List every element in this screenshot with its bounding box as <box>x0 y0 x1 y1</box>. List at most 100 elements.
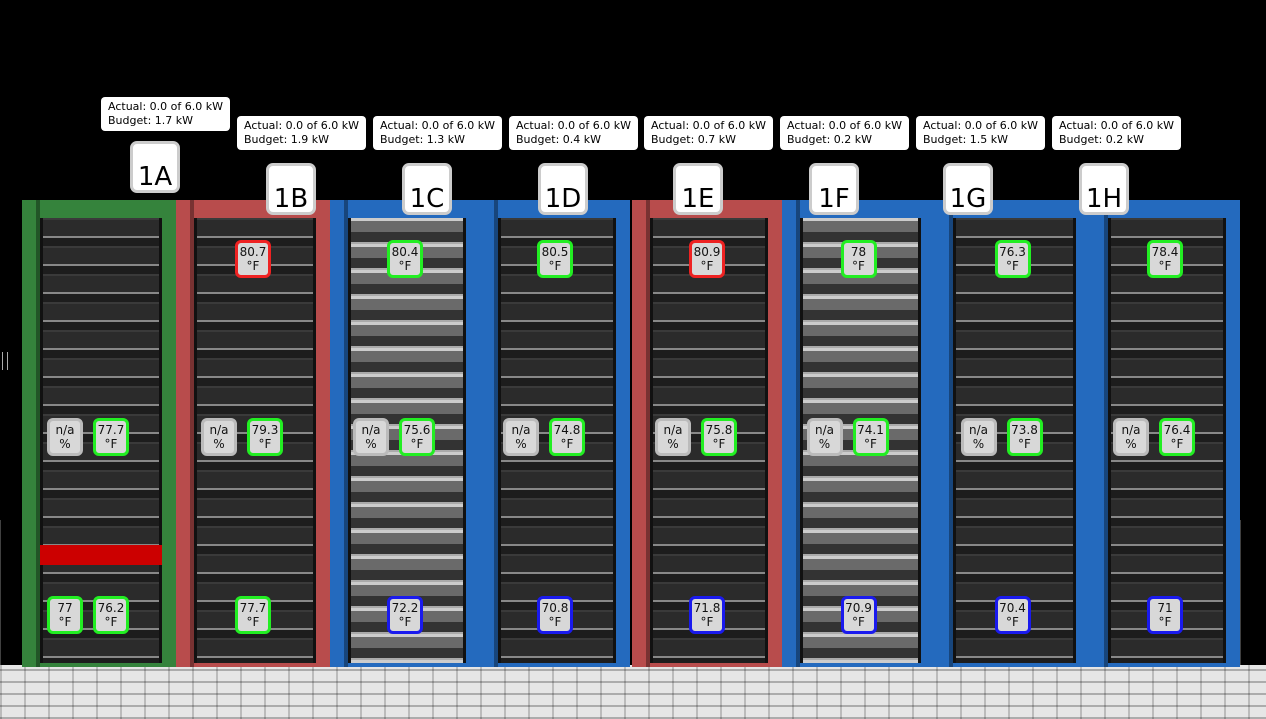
unit-label: °F <box>548 259 562 273</box>
temperature-sensor[interactable]: 80.9°F <box>689 240 725 278</box>
temperature-value: 78.4 <box>1151 245 1179 259</box>
actual-power: Actual: 0.0 of 6.0 kW <box>651 119 766 132</box>
unit-label: °F <box>410 437 424 451</box>
rack-label[interactable]: 1E <box>673 163 723 215</box>
pan-handle[interactable] <box>2 352 8 370</box>
sensor-value: n/a <box>55 423 75 437</box>
temperature-value: 74.1 <box>857 423 884 437</box>
unit-label: °F <box>852 615 865 629</box>
unit-label: % <box>972 437 985 451</box>
temperature-sensor[interactable]: 77°F <box>47 596 83 634</box>
unit-label: °F <box>246 259 260 273</box>
rack-label[interactable]: 1D <box>538 163 588 215</box>
temperature-sensor[interactable]: 73.8°F <box>1006 418 1043 456</box>
sensor-value: n/a <box>511 423 531 437</box>
power-sensor[interactable]: n/a% <box>353 418 389 456</box>
rack-label[interactable]: 1H <box>1079 163 1129 215</box>
rack-1a[interactable]: n/a% 77.7°F 77°F 76.2°F <box>22 200 176 667</box>
power-sensor[interactable]: n/a% <box>1113 418 1149 456</box>
temperature-value: 77 <box>57 601 73 615</box>
temperature-sensor[interactable]: 71°F <box>1147 596 1183 634</box>
temperature-sensor[interactable]: 77.7°F <box>93 418 129 456</box>
power-sensor[interactable]: n/a% <box>960 418 997 456</box>
temperature-value: 74.8 <box>553 423 581 437</box>
temperature-sensor[interactable]: 76.4°F <box>1159 418 1195 456</box>
temperature-sensor[interactable]: 76.3°F <box>994 240 1031 278</box>
temperature-sensor[interactable]: 76.2°F <box>93 596 129 634</box>
temperature-sensor[interactable]: 74.8°F <box>549 418 585 456</box>
temperature-sensor[interactable]: 78°F <box>840 240 877 278</box>
temperature-sensor[interactable]: 74.1°F <box>852 418 889 456</box>
budget-power: Budget: 0.7 kW <box>651 133 737 146</box>
actual-power: Actual: 0.0 of 6.0 kW <box>516 119 631 132</box>
unit-label: °F <box>398 615 412 629</box>
temperature-sensor[interactable]: 77.7°F <box>235 596 271 634</box>
temperature-value: 70.4 <box>999 601 1026 615</box>
power-sensor[interactable]: n/a% <box>201 418 237 456</box>
temperature-sensor[interactable]: 70.4°F <box>994 596 1031 634</box>
power-sensor[interactable]: n/a% <box>806 418 843 456</box>
budget-power: Budget: 0.2 kW <box>1059 133 1145 146</box>
temperature-sensor[interactable]: 75.8°F <box>701 418 737 456</box>
temperature-value: 75.6 <box>403 423 431 437</box>
power-sensor[interactable]: n/a% <box>47 418 83 456</box>
unit-label: °F <box>1006 259 1019 273</box>
temperature-sensor[interactable]: 70.9°F <box>840 596 877 634</box>
rack-label[interactable]: 1A <box>130 141 180 193</box>
power-sensor[interactable]: n/a% <box>503 418 539 456</box>
temperature-sensor[interactable]: 72.2°F <box>387 596 423 634</box>
unit-label: °F <box>560 437 574 451</box>
temperature-sensor[interactable]: 70.8°F <box>537 596 573 634</box>
budget-power: Budget: 0.4 kW <box>516 133 602 146</box>
temperature-value: 79.3 <box>251 423 279 437</box>
rack-label[interactable]: 1F <box>809 163 859 215</box>
unit-label: °F <box>852 259 865 273</box>
temperature-sensor[interactable]: 80.5°F <box>537 240 573 278</box>
temperature-sensor[interactable]: 79.3°F <box>247 418 283 456</box>
unit-label: °F <box>258 437 272 451</box>
temperature-value: 71 <box>1157 601 1173 615</box>
actual-power: Actual: 0.0 of 6.0 kW <box>108 100 223 113</box>
unit-label: °F <box>58 615 72 629</box>
temperature-value: 77.7 <box>239 601 267 615</box>
rack-label[interactable]: 1C <box>402 163 452 215</box>
actual-power: Actual: 0.0 of 6.0 kW <box>923 119 1038 132</box>
temperature-value: 80.7 <box>239 245 267 259</box>
unit-label: °F <box>1158 615 1172 629</box>
unit-label: °F <box>712 437 726 451</box>
temperature-value: 78 <box>850 245 867 259</box>
temperature-sensor[interactable]: 71.8°F <box>689 596 725 634</box>
unit-label: % <box>515 437 527 451</box>
budget-power: Budget: 1.3 kW <box>380 133 466 146</box>
temperature-sensor[interactable]: 75.6°F <box>399 418 435 456</box>
temperature-value: 76.3 <box>999 245 1026 259</box>
temperature-value: 70.8 <box>541 601 569 615</box>
power-sensor[interactable]: n/a% <box>655 418 691 456</box>
temperature-value: 73.8 <box>1011 423 1038 437</box>
temperature-value: 80.9 <box>693 245 721 259</box>
unit-label: % <box>1125 437 1137 451</box>
unit-label: % <box>365 437 377 451</box>
unit-label: °F <box>548 615 562 629</box>
sensor-value: n/a <box>968 423 988 437</box>
rack-label[interactable]: 1B <box>266 163 316 215</box>
temperature-sensor[interactable]: 78.4°F <box>1147 240 1183 278</box>
temperature-sensor[interactable]: 80.4°F <box>387 240 423 278</box>
temperature-value: 71.8 <box>693 601 721 615</box>
actual-power: Actual: 0.0 of 6.0 kW <box>244 119 359 132</box>
temperature-sensor[interactable]: 80.7°F <box>235 240 271 278</box>
rack-label[interactable]: 1G <box>943 163 993 215</box>
temperature-value: 80.4 <box>391 245 419 259</box>
sensor-value: n/a <box>663 423 683 437</box>
